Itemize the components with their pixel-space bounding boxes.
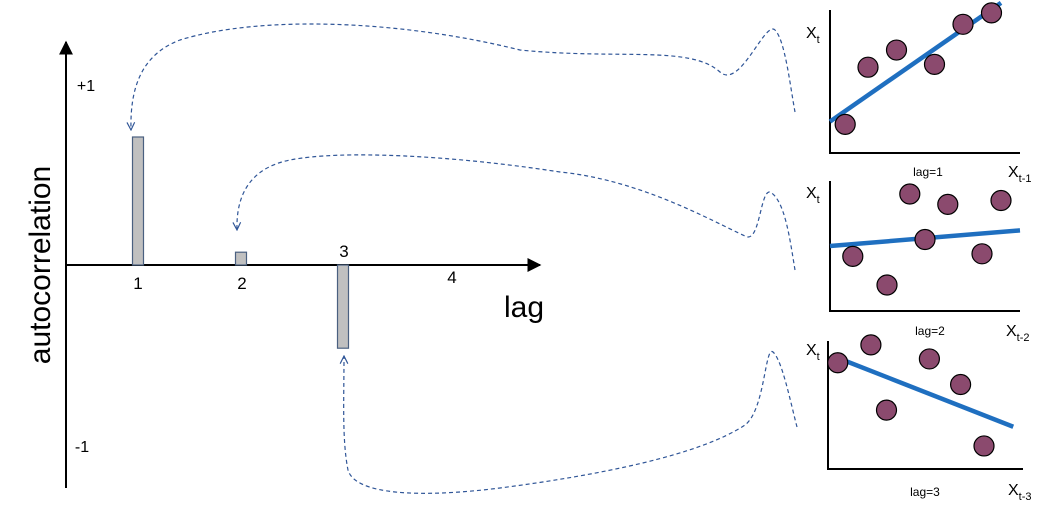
panel-point: [875, 399, 898, 421]
acf-lag-label-1: 1: [133, 274, 142, 293]
panel-point: [971, 243, 993, 265]
acf-lag-label-3: 3: [339, 242, 348, 261]
connector-arrow-lag3: [344, 351, 798, 494]
panel-point: [842, 245, 864, 267]
connector-arrow-lag1: [131, 23, 796, 130]
acf-ytick-plus1: +1: [77, 78, 95, 95]
panel-y-label: Xt: [806, 25, 820, 46]
panel-point: [980, 2, 1003, 24]
panel-point: [914, 228, 936, 251]
panel-caption: lag=3: [910, 485, 940, 499]
panel-caption: lag=1: [913, 165, 943, 179]
panel-point: [876, 274, 898, 296]
panel-fit-line: [828, 1, 1003, 124]
panel-point: [923, 53, 946, 75]
panel-point: [990, 189, 1012, 212]
panel-fit-line: [833, 354, 1015, 429]
panel-point: [885, 39, 908, 61]
connector-arrow-lag2: [237, 154, 796, 271]
panel-caption: lag=2: [915, 324, 945, 338]
panel-x-label: Xt-1: [1008, 164, 1032, 185]
panel-y-label: Xt: [806, 342, 820, 363]
acf-y-axis-label: autocorrelation: [24, 166, 57, 364]
panel-point: [918, 348, 941, 370]
panel-axes: [827, 341, 1023, 470]
panel-point: [937, 193, 959, 215]
panel-axes: [829, 181, 1020, 312]
panel-point: [860, 334, 882, 356]
panel-point: [899, 183, 921, 205]
acf-bar-lag-1: [131, 136, 145, 266]
acf-bar-lag-2: [234, 251, 248, 266]
acf-bars: [131, 136, 350, 349]
panel-point: [949, 373, 972, 396]
acf-lag-label-4: 4: [447, 268, 456, 287]
panel-point: [973, 435, 995, 457]
acf-lag-label-2: 2: [237, 274, 246, 293]
acf-x-axis-label: lag: [504, 291, 544, 324]
panel-y-label: Xt: [806, 185, 820, 206]
acf-ytick-minus1: -1: [75, 439, 89, 456]
panel-point: [952, 13, 974, 35]
panel-point: [827, 352, 849, 374]
panel-x-label: Xt-2: [1006, 323, 1030, 344]
acf-bar-lag-3: [336, 264, 350, 349]
panel-x-label: Xt-3: [1008, 482, 1032, 503]
panel-point: [857, 56, 879, 78]
panel-axes: [829, 10, 1020, 154]
panel-point: [834, 113, 856, 136]
